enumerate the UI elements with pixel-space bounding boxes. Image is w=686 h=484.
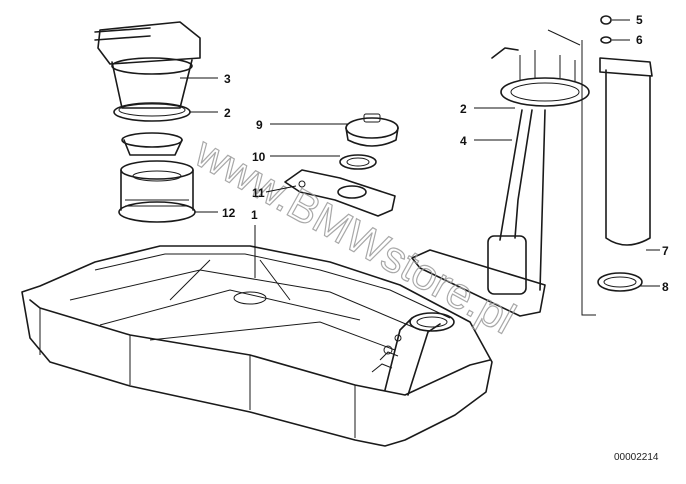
- callout-3: 3: [224, 72, 231, 86]
- callout-10: 10: [252, 150, 266, 164]
- filter-cylinder: [547, 15, 653, 316]
- leader-lines: [180, 19, 660, 287]
- fuel-pump-assembly: [411, 47, 590, 317]
- callout-9: 9: [256, 118, 263, 132]
- callouts: 1 2 2 3 4 5 6 7 8 9 10 11 12: [222, 13, 669, 294]
- cap-assembly: [345, 113, 399, 147]
- callout-6: 6: [636, 33, 643, 47]
- fuel-strainer: [118, 160, 196, 223]
- callout-1: 1: [251, 208, 258, 222]
- callout-11: 11: [252, 186, 265, 200]
- document-number: 00002214: [614, 452, 659, 463]
- callout-4: 4: [460, 134, 467, 148]
- callout-7: 7: [662, 244, 669, 258]
- callout-8: 8: [662, 280, 669, 294]
- mounting-plate: [284, 169, 396, 217]
- callout-5: 5: [636, 13, 643, 27]
- sending-unit-left: [94, 21, 201, 156]
- callout-2-right: 2: [460, 102, 467, 116]
- callout-2-left: 2: [224, 106, 231, 120]
- callout-12: 12: [222, 206, 236, 220]
- gasket: [339, 154, 377, 170]
- fuel-tank: [21, 245, 493, 447]
- watermark: www.BMWstore.pl: [186, 127, 523, 343]
